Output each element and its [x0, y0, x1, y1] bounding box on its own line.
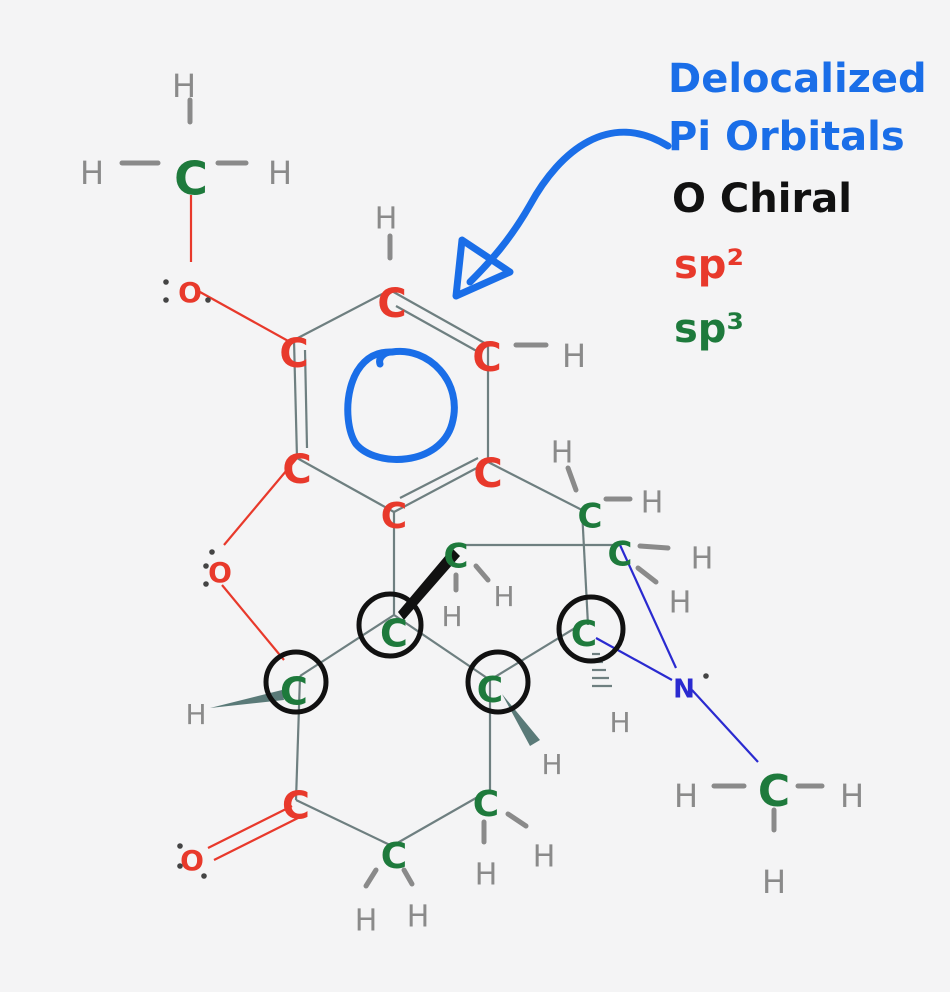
chiral-marker-c5 — [263, 649, 329, 715]
lone-pair-dot — [203, 581, 209, 587]
atom-c-6: C — [282, 784, 310, 828]
lone-pair-dot — [203, 563, 209, 569]
atom-h-10: H — [691, 542, 714, 577]
atom-c-10: C — [578, 497, 603, 537]
atom-h-11: H — [669, 586, 692, 621]
bond-ring-5 — [296, 457, 395, 513]
atom-c-methoxy: C — [174, 152, 208, 206]
lone-pair-dot — [703, 673, 709, 679]
lone-pair-dot — [209, 549, 215, 555]
atom-h-1: H — [172, 67, 196, 105]
atom-h-14: H — [541, 748, 562, 781]
bond-ring-2-inner — [395, 305, 483, 355]
atom-c-n-methyl: C — [758, 766, 790, 817]
atom-o-bridge: O — [208, 556, 232, 589]
wedge-c5-h — [210, 690, 284, 708]
pointer-arrow-head — [452, 236, 514, 300]
legend-pi-orbitals: Pi Orbitals — [668, 114, 905, 160]
atom-h-7: H — [441, 600, 462, 633]
atom-h-21: H — [762, 863, 786, 901]
bond-c9-n — [595, 637, 673, 681]
bond-c10-c9 — [580, 509, 590, 626]
bond-c8-c7 — [391, 789, 491, 847]
atom-n-17: N — [673, 675, 695, 705]
legend: Delocalized Pi Orbitals O Chiral sp² sp³ — [668, 56, 927, 352]
lone-pair-dot — [177, 843, 183, 849]
atom-h-18: H — [407, 900, 430, 935]
atom-h-8: H — [551, 436, 574, 471]
atom-h-13: H — [185, 698, 206, 731]
atom-h-9: H — [641, 486, 664, 521]
chiral-marker-c9 — [556, 594, 626, 664]
bond-c16-n — [618, 544, 678, 669]
atom-c-1: C — [472, 335, 501, 381]
atom-c-11: C — [473, 451, 502, 497]
bond-c4-o — [223, 457, 298, 546]
atom-o-methoxy: O — [178, 276, 202, 309]
atom-c-3: C — [279, 331, 308, 377]
chiral-marker-c14 — [465, 649, 531, 715]
bond-ring-4 — [393, 461, 489, 513]
bond-c6-o-a — [207, 805, 293, 849]
atom-h-5: H — [562, 337, 586, 375]
legend-chiral: O Chiral — [672, 176, 852, 222]
bond-c13-c14 — [393, 614, 491, 681]
atom-c-2: C — [377, 281, 406, 327]
bond-c6-o-b — [213, 817, 299, 861]
pointer-arrow-shaft — [466, 128, 672, 286]
bond-o-c5 — [221, 584, 285, 661]
skeleton-bonds — [189, 195, 759, 861]
bond-c6-c5 — [294, 675, 302, 801]
atom-c-15: C — [444, 537, 469, 577]
atom-h-2: H — [80, 154, 104, 192]
chiral-marker-c13 — [356, 591, 424, 659]
pi-orbital-annotation — [344, 128, 672, 463]
bond-c7-c6 — [295, 799, 393, 847]
bond-ring-6-inner — [303, 349, 309, 449]
bond-c11-c10 — [487, 461, 583, 511]
bond-ring-4-inner — [399, 457, 479, 499]
atom-h-15: H — [475, 858, 498, 893]
bond-c14-c9 — [489, 624, 581, 681]
atom-h-20: H — [840, 777, 864, 815]
atom-h-12: H — [609, 706, 630, 739]
atom-h-16: H — [533, 840, 556, 875]
legend-sp2: sp² — [674, 242, 744, 288]
chiral-markers — [263, 591, 626, 715]
pi-ring-circle — [344, 347, 458, 463]
bond-o-c3 — [199, 291, 291, 343]
atom-h-6: H — [493, 580, 514, 613]
bond-ring-1 — [293, 289, 391, 341]
atom-c-13: C — [380, 612, 408, 656]
bond-n-ch3 — [691, 689, 759, 763]
atom-c-16: C — [608, 535, 633, 575]
legend-sp3: sp³ — [674, 306, 744, 352]
bond-c13-c5 — [299, 614, 395, 677]
lone-pair-dot — [201, 873, 207, 879]
lone-pair-dot — [177, 863, 183, 869]
atom-c-8: C — [473, 784, 499, 825]
atom-h-19: H — [674, 777, 698, 815]
atom-c-4: C — [282, 447, 311, 493]
lone-pair-dot — [163, 297, 169, 303]
atom-c-5: C — [280, 670, 308, 714]
atom-c-12: C — [381, 496, 407, 537]
atom-o-ketone: O — [180, 844, 204, 877]
lone-pair-dot — [205, 297, 211, 303]
bond-ring-2 — [389, 289, 489, 346]
bond-ring-6 — [292, 339, 299, 459]
lone-pair-dot — [163, 279, 169, 285]
legend-delocalized: Delocalized — [668, 56, 927, 102]
h-bonds — [119, 97, 825, 889]
atom-c-9: C — [571, 614, 597, 655]
atom-c-14: C — [477, 670, 503, 711]
atom-h-3: H — [268, 154, 292, 192]
atom-h-4: H — [375, 202, 398, 237]
atom-c-7: C — [381, 836, 407, 877]
atom-h-17: H — [355, 904, 378, 939]
